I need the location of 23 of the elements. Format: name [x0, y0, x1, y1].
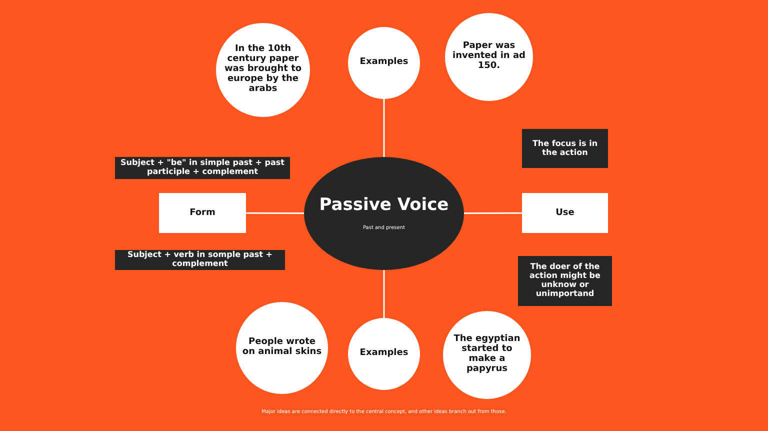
- node-text: People wrote on animal skins: [242, 338, 322, 358]
- node-text: The doer of the action might be unknow or unimportand: [528, 263, 602, 299]
- node-text: In the 10th century paper was brought to europe by the arabs: [223, 45, 303, 95]
- node-text: Paper was invented in ad 150.: [452, 42, 526, 72]
- note-box: [518, 256, 612, 306]
- note-box: [522, 129, 608, 168]
- node-text: Use: [556, 208, 574, 218]
- central-title: Passive Voice: [319, 196, 449, 215]
- node-text: Examples: [360, 58, 408, 68]
- node-text: Subject + verb in somple past + complement: [126, 251, 274, 269]
- node-text: The focus is in the action: [531, 140, 599, 158]
- node-text: Form: [190, 208, 216, 218]
- note-box: [115, 157, 290, 179]
- note-box: [115, 250, 285, 270]
- connector-line: [383, 270, 385, 318]
- node-text: Examples: [360, 349, 408, 359]
- connector-line: [246, 212, 304, 214]
- connector-line: [464, 212, 522, 214]
- topic-box: [159, 193, 246, 233]
- topic-box: [522, 193, 608, 233]
- node-text: Subject + "be" in simple past + past participle + complement: [120, 159, 286, 177]
- node-text: The egyptian started to make a papyrus: [452, 335, 522, 375]
- connector-line: [383, 99, 385, 157]
